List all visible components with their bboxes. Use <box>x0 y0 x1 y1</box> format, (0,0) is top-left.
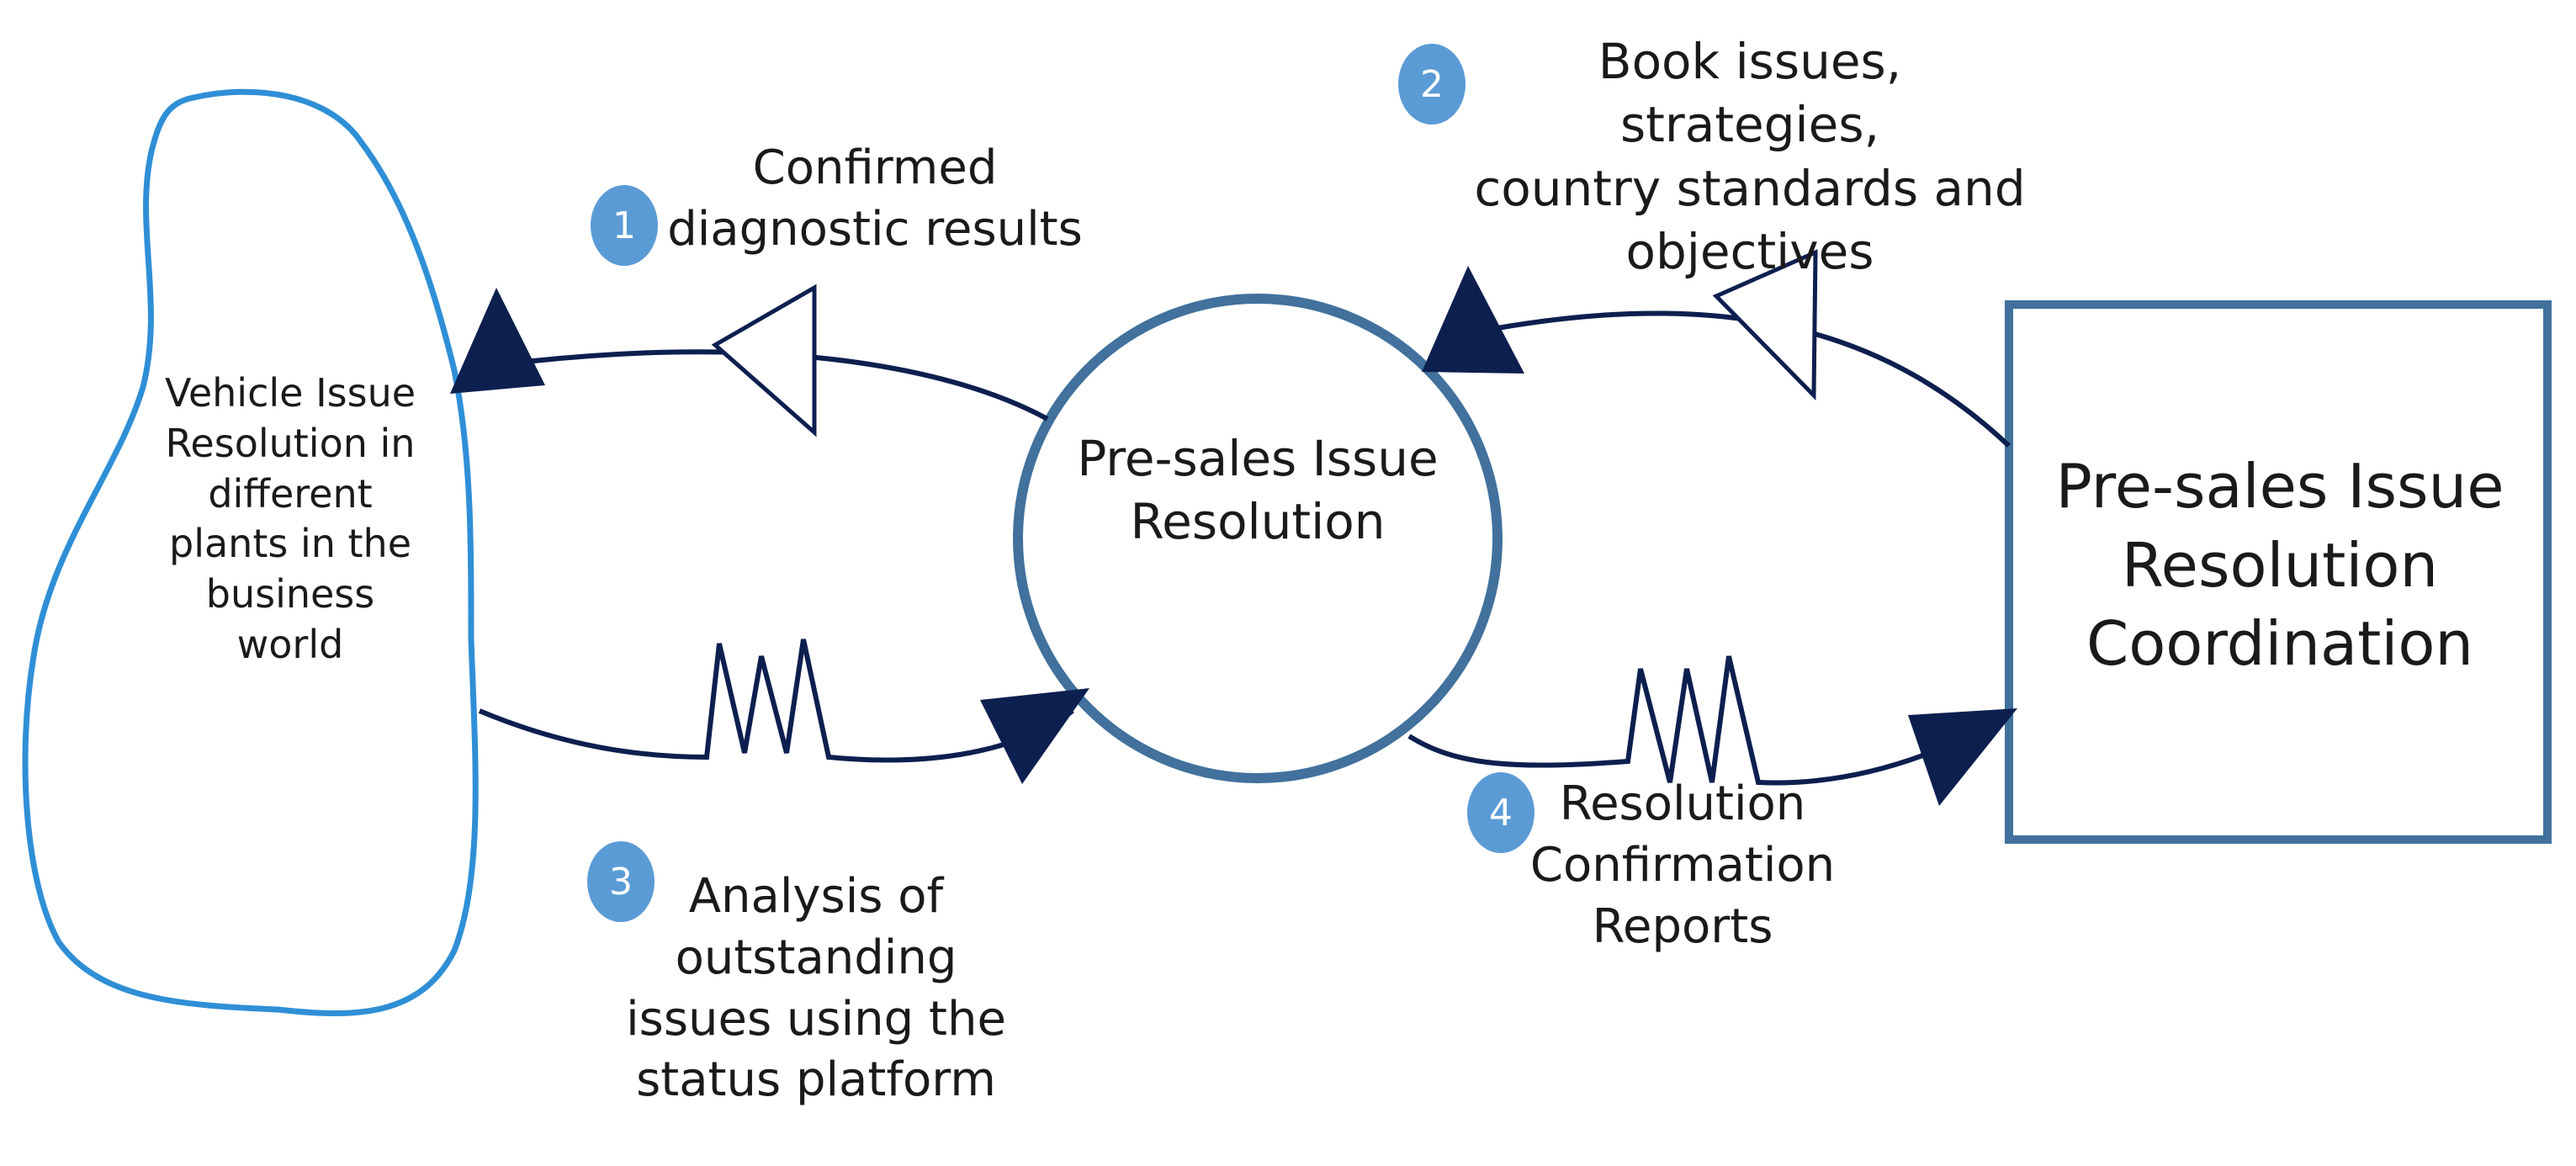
terminator-label: Pre-sales Issue Resolution Coordination <box>2055 451 2504 680</box>
flow-2-number-badge: 2 <box>1398 44 1466 125</box>
flow-4-number-badge: 4 <box>1467 772 1534 853</box>
flow-3-line <box>478 639 1074 763</box>
terminator-rectangle <box>2005 300 2552 844</box>
flow-1-label: Confirmed diagnostic results <box>667 140 1083 257</box>
process-label: Pre-sales Issue Resolution <box>1077 430 1439 551</box>
flow-2-label: Book issues, strategies, country standar… <box>1474 33 2026 281</box>
external-entity-label: Vehicle Issue Resolution in different pl… <box>164 370 416 667</box>
flow-1-number-badge: 1 <box>591 185 658 266</box>
flow-1-filled-arrowhead <box>450 288 545 394</box>
flow-3-number-badge: 3 <box>587 841 655 922</box>
flow-1-line <box>525 349 1049 421</box>
flow-1-open-arrowhead <box>711 284 817 437</box>
flow-2-open-arrowhead <box>1712 249 1818 401</box>
flow-2-filled-arrowhead <box>1422 266 1524 374</box>
external-entity-outline <box>22 88 479 1016</box>
process-circle <box>1013 294 1503 783</box>
flow-4-filled-arrowhead <box>1908 708 2017 806</box>
flow-3-label: Analysis of outstanding issues using the… <box>626 869 1006 1108</box>
flow-4-label: Resolution Confirmation Reports <box>1529 776 1836 954</box>
flow-3-filled-arrowhead <box>980 688 1089 784</box>
